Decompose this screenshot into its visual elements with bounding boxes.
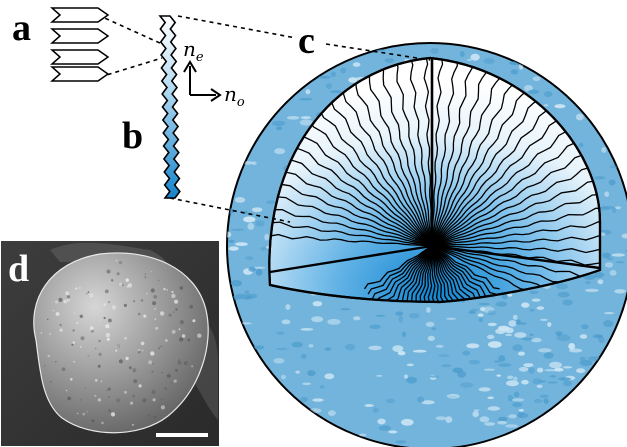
panel-label-d: d — [8, 248, 29, 290]
connector-a-top — [98, 15, 162, 44]
panel-b-film — [160, 16, 180, 198]
layer-2 — [52, 29, 108, 43]
no-label: no — [224, 82, 245, 110]
scale-bar-icon — [156, 433, 208, 437]
optic-axes — [184, 62, 220, 101]
ne-label: ne — [183, 37, 204, 65]
panel-d-sem-image — [1, 241, 219, 446]
layer-4 — [52, 67, 108, 81]
connector-b-top — [178, 16, 296, 38]
panel-a-stack — [52, 8, 108, 81]
connector-a-bottom — [100, 58, 162, 77]
corrugated-film — [160, 16, 180, 198]
layer-1 — [52, 8, 108, 22]
panel-label-a: a — [12, 7, 31, 49]
layer-3 — [52, 50, 108, 64]
panel-label-c: c — [298, 20, 315, 62]
panel-label-b: b — [122, 115, 143, 157]
